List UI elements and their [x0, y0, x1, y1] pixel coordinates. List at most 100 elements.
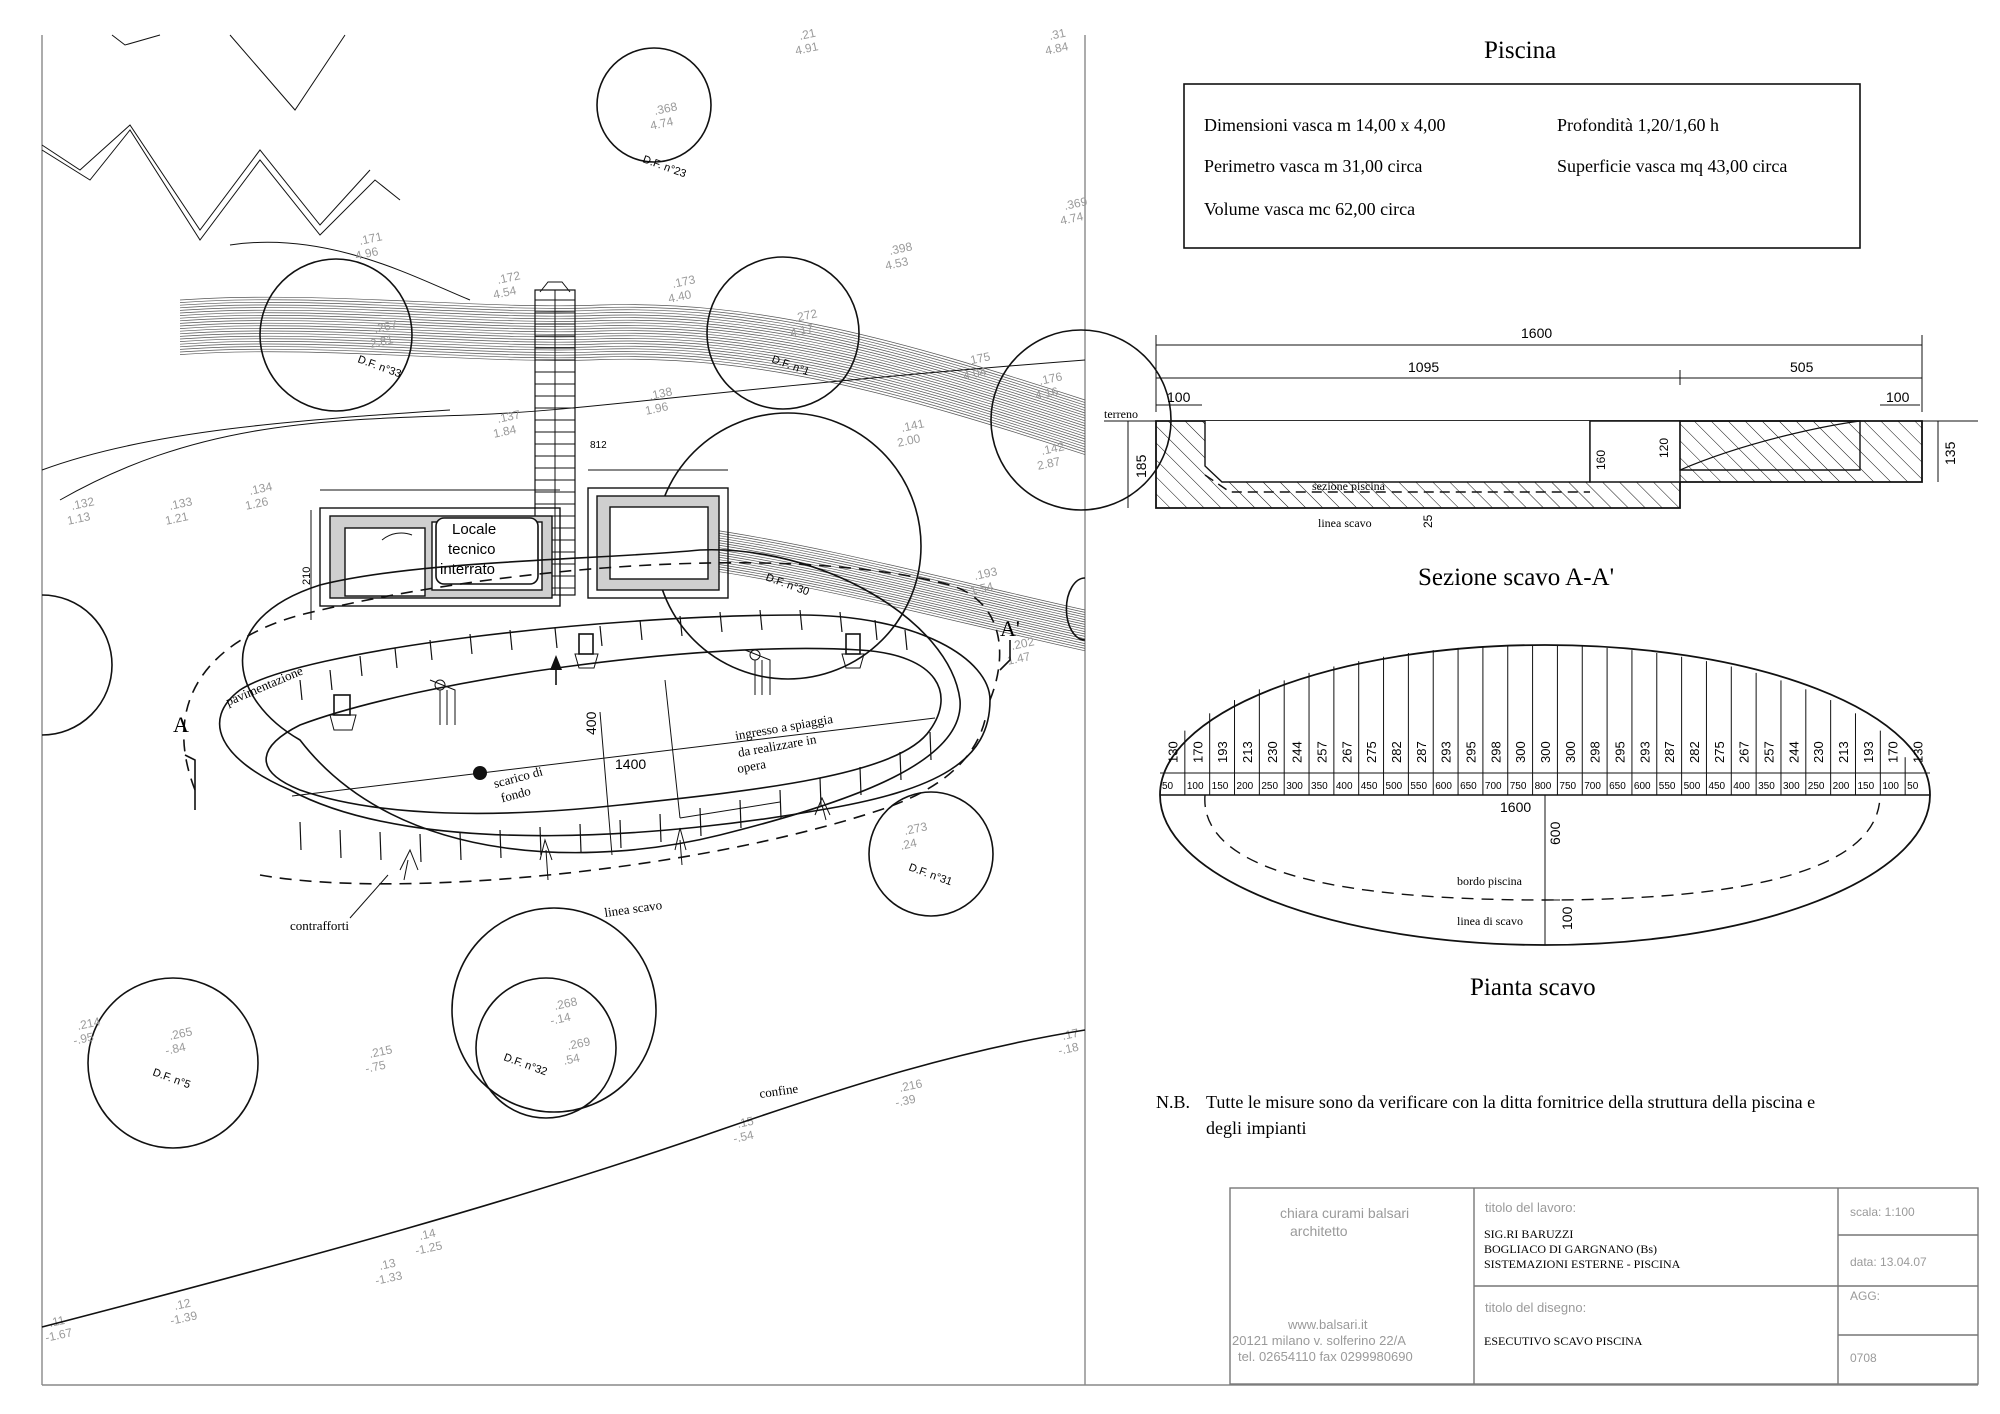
plan-station-label: 550	[1659, 781, 1676, 792]
plan-offset-label: 300	[1538, 741, 1553, 763]
contour-line	[179, 343, 1086, 448]
buttress-tick	[339, 829, 342, 859]
pool-edge-label: bordo piscina	[1457, 874, 1523, 888]
spot-height-elev: 4.96	[354, 244, 380, 263]
spot-height-elev: 2.87	[1036, 454, 1062, 473]
buttress-tick	[929, 731, 932, 761]
tree-label: D.F. n°32	[502, 1052, 549, 1079]
contour-line	[699, 527, 1086, 611]
spot-height-code: .137	[496, 407, 522, 426]
contour-line	[699, 561, 1086, 644]
plan-offset-label: 295	[1463, 741, 1478, 763]
plan-offset-label: 213	[1240, 741, 1255, 763]
pool-inner	[265, 647, 942, 815]
spot-heights: .3684.74.1714.96.1724.54.1734.40.3984.53…	[44, 26, 1089, 1345]
plan-offset-label: 293	[1637, 741, 1652, 763]
tree-label: D.F. n°5	[151, 1067, 192, 1092]
tree-df32b	[475, 977, 617, 1119]
drain-point	[473, 766, 487, 780]
spot-height-elev: 4.53	[884, 254, 910, 273]
spot-height-elev: 4.17	[789, 321, 815, 340]
boundary-line	[41, 1029, 1086, 1328]
tree-df33	[259, 258, 413, 412]
contour-line	[699, 537, 1086, 620]
contact-web: www.balsari.it	[1287, 1317, 1368, 1332]
note-text: Tutte le misure sono da verificare con l…	[1206, 1092, 1815, 1112]
revision-label: AGG:	[1850, 1289, 1880, 1303]
plan-station-label: 650	[1460, 781, 1477, 792]
contour-line	[699, 558, 1086, 642]
plan-offset-label: 293	[1439, 741, 1454, 763]
pool-volume: Volume vasca mc 62,00 circa	[1204, 199, 1415, 219]
spot-height-code: .269	[566, 1034, 592, 1053]
buttress-tick	[509, 629, 513, 651]
plan-station-label: 350	[1311, 781, 1328, 792]
contour-line	[179, 296, 1086, 401]
site-plan: D.F. n°23 D.F. n°33 D.F. n°1 D.F. n°30 D…	[41, 26, 1172, 1345]
spot-height-elev: -.39	[894, 1092, 917, 1110]
ladder-icon	[841, 633, 865, 669]
plan-offset-label: 213	[1836, 741, 1851, 763]
tree-label: D.F. n°33	[356, 354, 403, 381]
buttress-tick	[699, 807, 702, 837]
spot-height-elev: 4.54	[492, 283, 518, 302]
pool-length-label: 1400	[615, 756, 646, 772]
contour-line	[179, 328, 1086, 432]
contour-line	[179, 325, 1086, 429]
section-depth-mid2: 120	[1657, 438, 1671, 458]
plan-station-label: 250	[1808, 781, 1825, 792]
spot-height-code: .172	[496, 268, 522, 287]
drawing-label: titolo del disegno:	[1485, 1300, 1586, 1315]
note-text-2: degli impianti	[1206, 1118, 1307, 1138]
buttress-tick	[539, 826, 542, 856]
pool-perimeter: Perimetro vasca m 31,00 circa	[1204, 156, 1422, 176]
contour-line	[699, 530, 1086, 613]
work-location: BOGLIACO DI GARGNANO (Bs)	[1484, 1242, 1657, 1256]
plan-offset-label: 244	[1290, 741, 1305, 763]
plan-offset-label: 275	[1712, 741, 1727, 763]
spot-height-code: .12	[173, 1296, 193, 1313]
plan-station-label: 750	[1510, 781, 1527, 792]
contour-line	[699, 532, 1086, 616]
buttress-tick	[599, 625, 603, 647]
spot-height-code: .272	[793, 306, 819, 325]
tree-label: D.F. n°30	[764, 572, 811, 599]
room-height-label: 210	[301, 567, 313, 585]
contour-line	[699, 563, 1086, 647]
pool-excavation-outline	[241, 549, 961, 854]
spot-height-code: .398	[888, 239, 914, 258]
spot-height-elev: 1.13	[66, 509, 92, 528]
spot-height-elev: -.54	[732, 1128, 755, 1146]
contour-line	[699, 568, 1086, 652]
plan-offset-label: 170	[1190, 741, 1205, 763]
plan-edge-dim: 100	[1559, 906, 1575, 930]
shower-icon	[744, 649, 771, 695]
contour-line	[699, 554, 1086, 637]
buttress-tick	[379, 831, 382, 861]
buttress-tick	[329, 669, 333, 691]
buttress-tick	[899, 751, 902, 781]
spot-height-code: .202	[1010, 634, 1036, 653]
buttress-tick	[499, 829, 502, 859]
buttress-tick	[874, 619, 878, 641]
spot-height-elev: 4.74	[649, 114, 675, 133]
technical-rooms: 210 812	[301, 440, 729, 620]
plan-station-label: 50	[1162, 781, 1174, 792]
buttress-tick	[419, 833, 422, 863]
buttress-tick	[394, 647, 398, 669]
plan-station-label: 600	[1634, 781, 1651, 792]
buttress-tick	[429, 639, 433, 661]
section-drawing: 1600 1095 505 100 100 terreno 185 135 16…	[1104, 325, 1978, 591]
plan-station-label: 700	[1485, 781, 1502, 792]
sheet-frame	[41, 35, 1978, 1386]
section-title: Sezione scavo A-A'	[1418, 564, 1614, 591]
spot-height-code: .141	[900, 416, 926, 435]
pool-dimensions: Dimensioni vasca m 14,00 x 4,00	[1204, 115, 1445, 135]
plan-offset-label: 298	[1488, 741, 1503, 763]
spot-height-elev: 1.54	[969, 579, 995, 598]
spot-height-code: .21	[798, 26, 818, 43]
section-depth-left: 185	[1133, 454, 1149, 478]
buttress-tick	[719, 611, 723, 633]
spot-height-code: .138	[648, 384, 674, 403]
architect-title: architetto	[1290, 1223, 1348, 1239]
